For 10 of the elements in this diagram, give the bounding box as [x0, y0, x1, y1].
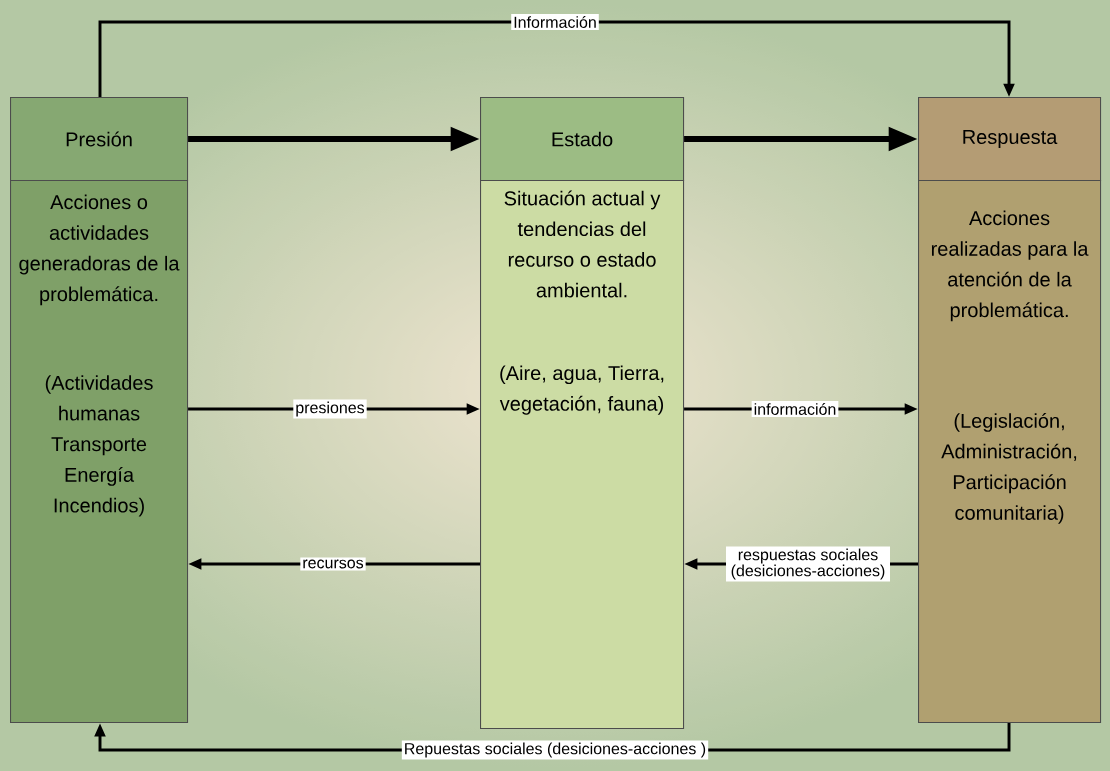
edge-label: respuestas sociales (desiciones-acciones) [726, 546, 890, 582]
column-box: Situación actual y tendencias del recurso o estado ambiental. (Aire, agua, Tierra, vegetación, fauna) [480, 180, 685, 730]
edge-label: información [751, 401, 839, 417]
header-box: Respuesta [918, 97, 1102, 182]
column-box: Acciones realizadas para la atención de la problemática. (Legislación, Administración, Participación comunitaria) [918, 180, 1102, 724]
arrow [98, 20, 1015, 97]
header-box: Estado [480, 97, 685, 182]
edge-label: Información [511, 14, 599, 30]
column-box: Acciones o actividades generadoras de la problemática. (Actividades humanas Transporte Energía Incendios) [10, 180, 189, 724]
header-box: Presión [10, 97, 189, 182]
